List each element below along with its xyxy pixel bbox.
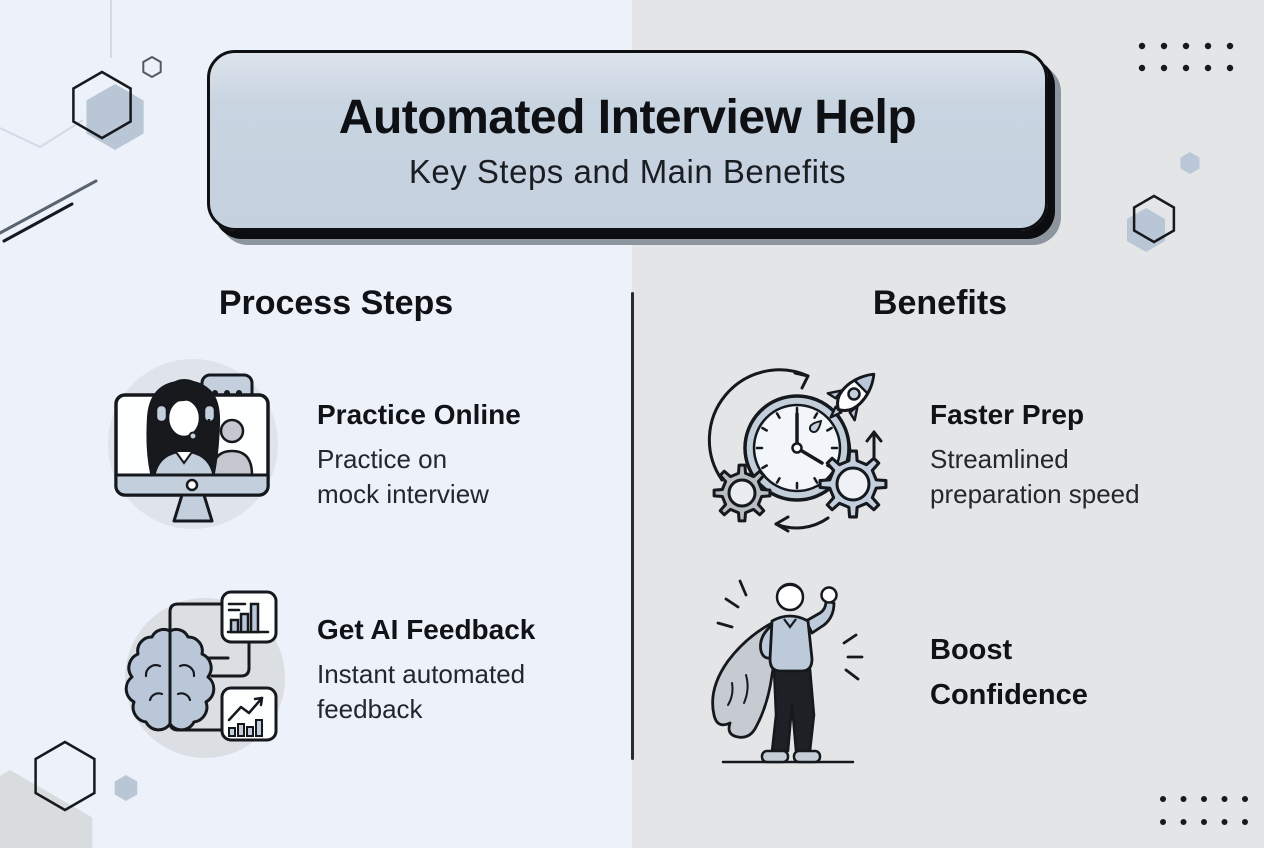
gear-left xyxy=(712,463,772,523)
benefit-title-faster-prep: Faster Prep xyxy=(930,399,1085,430)
hexagon-big-gray-bottom-left xyxy=(0,770,93,848)
benefit-title-boost-confidence: Boost Confidence xyxy=(930,634,1088,711)
hexagon-small-outline-top-left xyxy=(142,55,162,79)
step-desc-practice-online: Practice on mock interview xyxy=(317,444,489,509)
hexagon-outline-top-left xyxy=(72,70,132,140)
burst-lines xyxy=(716,579,864,764)
benefits-heading: Benefits xyxy=(872,284,1008,322)
superhero-confidence-icon xyxy=(711,579,864,764)
process-steps-heading: Process Steps xyxy=(218,284,454,322)
benefit-desc-faster-prep: Streamlined preparation speed xyxy=(930,444,1140,509)
step-desc-get-ai-feedback: Instant automated feedback xyxy=(317,659,526,724)
page-title: Automated Interview Help xyxy=(338,91,917,144)
rocket xyxy=(826,372,876,422)
hexagon-filled-top-left xyxy=(86,84,144,150)
step-title-get-ai-feedback: Get AI Feedback xyxy=(317,614,536,645)
step-title-practice-online: Practice Online xyxy=(317,399,521,430)
title-banner: Automated Interview Help Key Steps and M… xyxy=(207,50,1048,231)
clock-gears-rocket-icon xyxy=(707,368,888,533)
ai-brain-feedback-icon xyxy=(124,590,285,758)
rocket-exhaust-drop xyxy=(808,419,823,434)
hexagon-outline-bottom-left xyxy=(34,740,96,812)
faint-lines xyxy=(0,0,112,149)
gear-right xyxy=(818,449,888,519)
page-subtitle: Key Steps and Main Benefits xyxy=(408,153,847,190)
column-divider xyxy=(631,292,634,760)
hexagon-small-filled-bottom-left xyxy=(114,775,138,801)
diagonal-slashes xyxy=(0,179,98,243)
video-interview-icon xyxy=(108,359,278,529)
